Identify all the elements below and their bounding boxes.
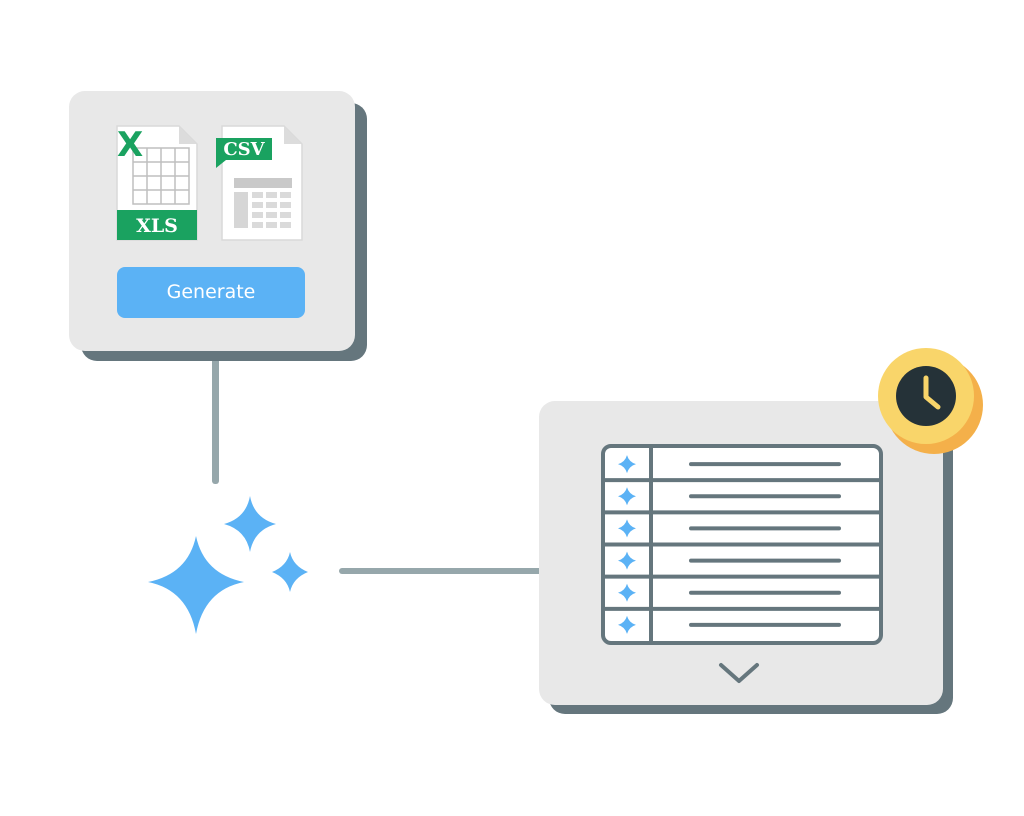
connector-line-horizontal: [339, 568, 543, 574]
scheduled-list: [601, 444, 883, 645]
generate-button[interactable]: Generate: [117, 267, 305, 318]
sparkle-icon: [618, 551, 636, 570]
sparkle-icon: [618, 487, 636, 506]
sparkle-icon: [618, 615, 636, 634]
csv-file-icon: CSV: [216, 125, 303, 241]
sparkle-icon: [618, 583, 636, 602]
xls-letter: X: [117, 125, 143, 165]
clock-icon: [878, 348, 983, 454]
xls-file-icon: X XLS: [116, 125, 198, 241]
csv-label: CSV: [223, 139, 265, 160]
sparkle-icon: [618, 455, 636, 474]
connector-line-vertical: [212, 358, 219, 484]
sparkle-icon: [618, 519, 636, 538]
sparkle-icon: [148, 496, 308, 634]
xls-label: XLS: [136, 215, 178, 237]
chevron-down-icon[interactable]: [716, 660, 762, 686]
